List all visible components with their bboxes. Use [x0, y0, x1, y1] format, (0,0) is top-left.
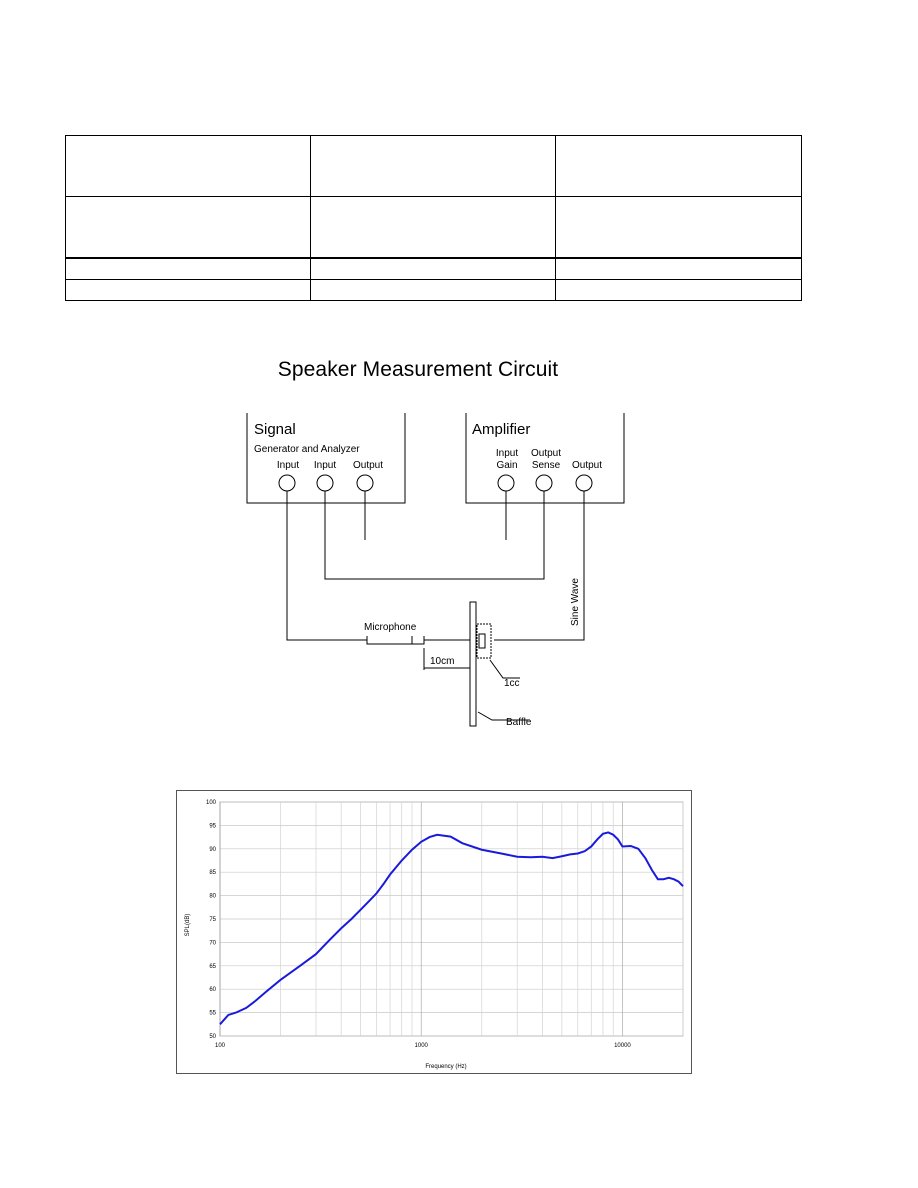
baffle-leader: [477, 711, 530, 721]
table-cell: [555, 135, 802, 197]
signal-port-output: Output: [353, 460, 383, 471]
y-tick-label: 90: [209, 847, 216, 853]
table-cell: [555, 279, 802, 301]
amp-port-output-sense-line1: Output: [531, 448, 561, 459]
amplifier-title: Amplifier: [472, 421, 530, 438]
sine-wave-label: Sine Wave: [570, 578, 581, 626]
spec-table: [65, 135, 802, 301]
table-row: [65, 135, 802, 197]
series-line: [219, 831, 684, 1025]
amp-port-input-gain-line2: Gain: [496, 460, 517, 471]
y-tick-label: 80: [209, 894, 216, 900]
chart-grid: [219, 801, 684, 1037]
table-cell: [65, 196, 311, 259]
signal-input-jack-1: [278, 474, 296, 492]
y-tick-label: 65: [209, 964, 216, 970]
signal-port-input-2: Input: [314, 460, 336, 471]
y-tick-label: 70: [209, 940, 216, 946]
signal-subtitle: Generator and Analyzer: [254, 444, 360, 455]
wire-sense-loop: [324, 491, 545, 580]
table-cell: [310, 135, 556, 197]
signal-output-jack: [356, 474, 374, 492]
signal-input-jack-2: [316, 474, 334, 492]
table-cell: [65, 279, 311, 301]
table-cell: [310, 196, 556, 259]
y-tick-label: 55: [209, 1011, 216, 1017]
y-tick-label: 50: [209, 1034, 216, 1040]
amp-output-sense-jack: [535, 474, 553, 492]
frequency-response-chart: 50 55 60 65 70 75 80 85 90 95 100 100 1000 10000 Fre…: [185, 800, 684, 1070]
signal-box: [246, 413, 406, 504]
amp-input-gain-jack: [497, 474, 515, 492]
y-tick-label: 85: [209, 870, 216, 876]
table-cell: [555, 196, 802, 259]
x-tick-labels: 100 1000 10000: [215, 1043, 631, 1049]
amp-port-output-sense-line2: Sense: [532, 460, 561, 471]
y-tick-labels: 50 55 60 65 70 75 80 85 90 95 100: [206, 800, 217, 1040]
y-axis-label: SPL(dB): [185, 914, 191, 937]
table-row: [65, 279, 802, 301]
table-cell: [310, 257, 556, 280]
chart-frame: [176, 790, 692, 1074]
x-axis-label: Frequency (Hz): [425, 1064, 466, 1070]
amp-port-input-gain-line1: Input: [496, 448, 518, 459]
y-tick-label: 75: [209, 917, 216, 923]
speaker: [476, 623, 492, 659]
y-tick-label: 95: [209, 823, 216, 829]
signal-port-input-1: Input: [277, 460, 299, 471]
table-row: [65, 257, 802, 280]
volume-label: 1cc: [504, 678, 520, 689]
baffle: [469, 601, 477, 727]
wire-sine: [494, 491, 585, 641]
table-cell: [65, 257, 311, 280]
table-cell: [555, 257, 802, 280]
x-tick-label: 10000: [614, 1043, 631, 1049]
y-tick-label: 60: [209, 987, 216, 993]
volume-leader: [489, 659, 520, 679]
amp-port-output: Output: [572, 460, 602, 471]
wire-mic: [286, 491, 367, 641]
signal-title: Signal: [254, 421, 296, 438]
table-cell: [310, 279, 556, 301]
baffle-label: Baffle: [506, 717, 532, 728]
y-tick-label: 100: [206, 800, 217, 806]
microphone-label: Microphone: [364, 622, 417, 633]
amplifier-box: [465, 413, 625, 504]
circuit-title: Speaker Measurement Circuit: [277, 358, 559, 381]
x-tick-label: 1000: [415, 1043, 429, 1049]
amp-output-jack: [575, 474, 593, 492]
x-tick-label: 100: [215, 1043, 226, 1049]
distance-label: 10cm: [430, 656, 454, 667]
table-row: [65, 196, 802, 259]
microphone: [366, 636, 425, 645]
table-cell: [65, 135, 311, 197]
